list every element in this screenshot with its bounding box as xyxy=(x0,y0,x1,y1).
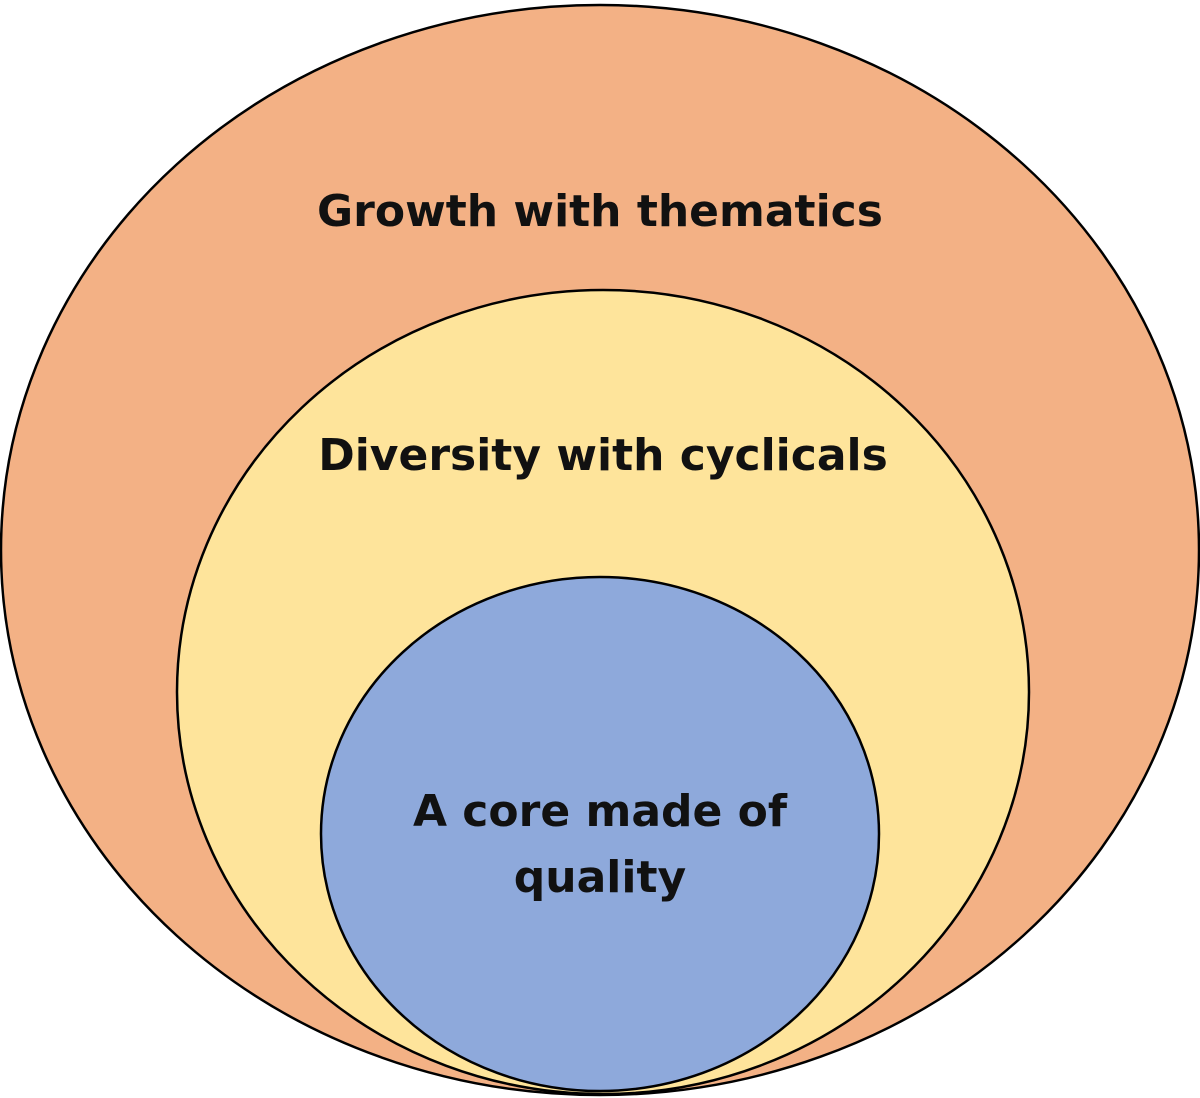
inner-circle-label-line-2: quality xyxy=(514,852,686,903)
middle-circle-label: Diversity with cyclicals xyxy=(318,430,888,481)
outer-circle-label: Growth with thematics xyxy=(317,186,883,237)
inner-circle-label-line-1: A core made of xyxy=(413,786,788,837)
inner-circle-core xyxy=(319,575,881,1093)
